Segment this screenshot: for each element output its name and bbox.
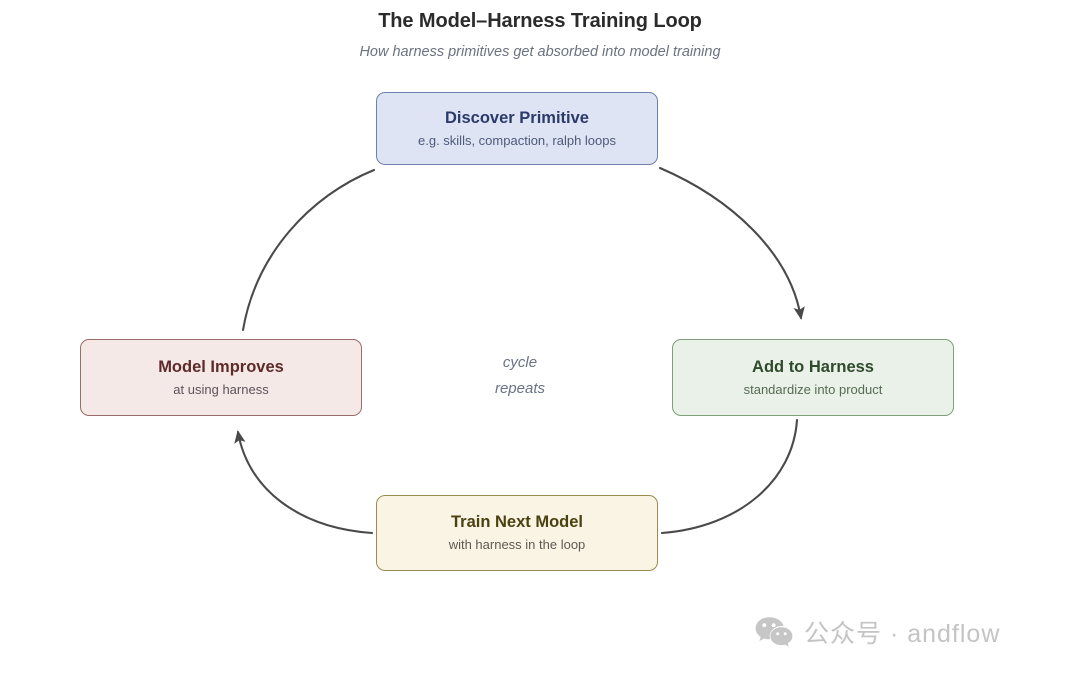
node-model-improves-title: Model Improves xyxy=(158,357,284,376)
watermark: 公众号 · andflow xyxy=(755,614,1000,650)
node-discover-primitive-title: Discover Primitive xyxy=(445,108,589,127)
node-model-improves[interactable]: Model Improves at using harness xyxy=(80,339,362,416)
cycle-center-label-line1: cycle xyxy=(502,354,538,371)
node-discover-primitive[interactable]: Discover Primitive e.g. skills, compacti… xyxy=(376,92,658,165)
node-train-next-model-title: Train Next Model xyxy=(450,513,584,532)
node-train-next-model-subtitle: with harness in the loop xyxy=(448,537,586,553)
edge-discover-to-harness xyxy=(658,166,805,320)
edge-improves-to-discover xyxy=(241,168,376,332)
node-add-to-harness-subtitle: standardize into product xyxy=(743,381,883,397)
page-title: The Model–Harness Training Loop xyxy=(378,10,702,32)
node-add-to-harness[interactable]: Add to Harness standardize into product xyxy=(672,339,954,416)
page-subtitle: How harness primitives get absorbed into… xyxy=(359,44,721,60)
cycle-center-label-line2: repeats xyxy=(494,379,546,397)
node-train-next-model[interactable]: Train Next Model with harness in the loo… xyxy=(376,495,658,571)
edge-harness-to-train xyxy=(660,418,799,535)
watermark-text: 公众号 · andflow xyxy=(804,620,1001,648)
node-add-to-harness-title: Add to Harness xyxy=(752,357,874,376)
edge-train-to-improves xyxy=(234,430,374,535)
wechat-icon xyxy=(755,617,793,647)
node-discover-primitive-subtitle: e.g. skills, compaction, ralph loops xyxy=(418,132,616,148)
node-model-improves-subtitle: at using harness xyxy=(173,381,269,397)
cycle-center-label: cycle repeats xyxy=(440,350,600,402)
